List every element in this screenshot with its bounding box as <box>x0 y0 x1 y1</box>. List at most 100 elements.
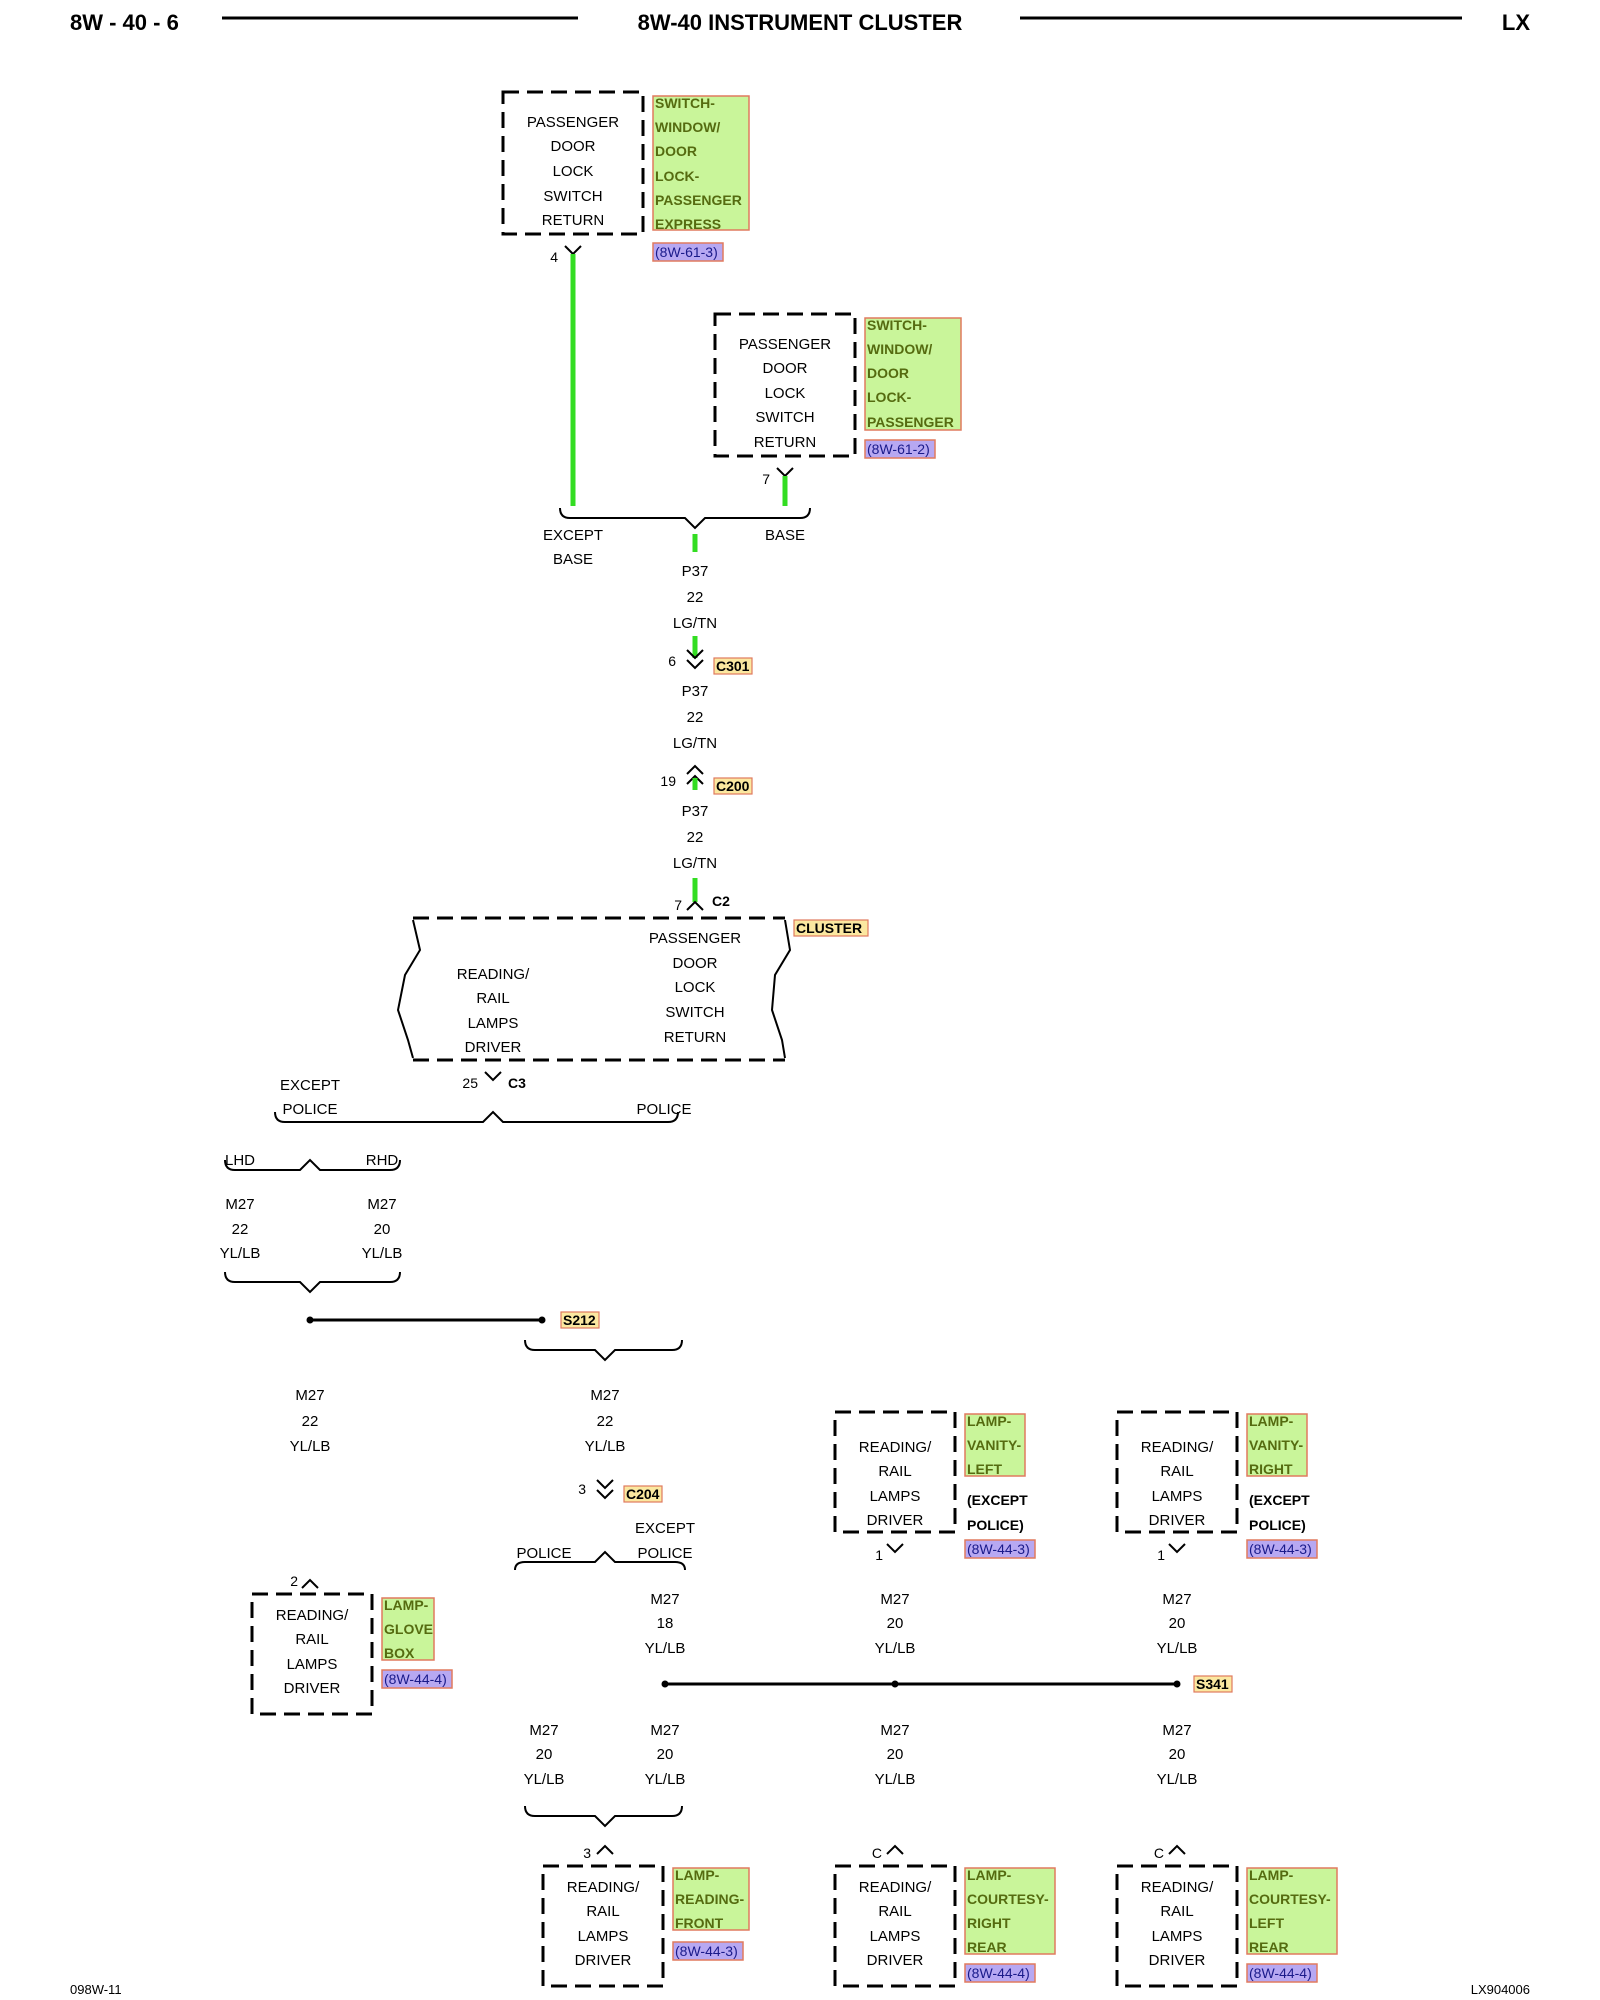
splice-s341: S341 <box>661 1675 1233 1693</box>
svg-text:M27: M27 <box>295 1387 324 1404</box>
svg-text:LG/TN: LG/TN <box>673 855 717 872</box>
svg-text:M27: M27 <box>590 1387 619 1404</box>
svg-text:YL/LB: YL/LB <box>524 1771 565 1788</box>
svg-text:20: 20 <box>657 1746 674 1763</box>
svg-text:RAIL: RAIL <box>1160 1903 1193 1920</box>
switch-window-door-lock-passenger-express: PASSENGER DOOR LOCK SWITCH RETURN SWITCH… <box>501 90 750 265</box>
ref-link[interactable]: (8W-44-3) <box>675 1943 738 1959</box>
svg-text:YL/LB: YL/LB <box>362 1245 403 1262</box>
svg-text:VANITY-: VANITY- <box>1249 1437 1304 1453</box>
svg-text:DOOR: DOOR <box>655 143 697 159</box>
svg-text:M27: M27 <box>1162 1591 1191 1608</box>
svg-text:POLICE: POLICE <box>637 1545 692 1562</box>
ref-link[interactable]: (8W-44-3) <box>1249 1541 1312 1557</box>
page-title: 8W-40 INSTRUMENT CLUSTER <box>638 10 963 35</box>
svg-text:WINDOW/: WINDOW/ <box>655 119 720 135</box>
variant-bracket-merge-2 <box>524 1805 683 1828</box>
svg-text:S212: S212 <box>563 1312 596 1328</box>
svg-text:PASSENGER: PASSENGER <box>739 336 831 353</box>
svg-text:M27: M27 <box>529 1722 558 1739</box>
ref-link[interactable]: (8W-61-2) <box>867 441 930 457</box>
ref-link[interactable]: (8W-44-4) <box>967 1965 1030 1981</box>
svg-text:PASSENGER: PASSENGER <box>649 930 741 947</box>
svg-text:LAMPS: LAMPS <box>578 1928 629 1945</box>
svg-text:BOX: BOX <box>384 1645 415 1661</box>
svg-text:READING/: READING/ <box>276 1607 349 1624</box>
svg-text:M27: M27 <box>880 1591 909 1608</box>
wire-label-p37-2: P37 22 LG/TN <box>673 683 717 752</box>
svg-text:4: 4 <box>550 249 558 265</box>
svg-text:REAR: REAR <box>1249 1939 1289 1955</box>
connector-c2: 7 C2 <box>674 893 730 913</box>
footer-left: 098W-11 <box>70 1982 122 1997</box>
svg-text:FRONT: FRONT <box>675 1915 724 1931</box>
svg-text:GLOVE: GLOVE <box>384 1621 433 1637</box>
svg-text:22: 22 <box>687 829 704 846</box>
svg-text:RAIL: RAIL <box>878 1463 911 1480</box>
svg-text:DRIVER: DRIVER <box>1149 1512 1206 1529</box>
svg-text:(EXCEPT: (EXCEPT <box>967 1492 1028 1508</box>
svg-text:M27: M27 <box>880 1722 909 1739</box>
svg-text:M27: M27 <box>650 1591 679 1608</box>
footer-right: LX904006 <box>1471 1982 1530 1997</box>
svg-text:1: 1 <box>875 1547 883 1563</box>
svg-text:7: 7 <box>762 471 770 487</box>
variant-bracket-lhd-rhd: LHD RHD M27 22 YL/LB M27 20 YL/LB <box>220 1152 403 1294</box>
svg-text:BASE: BASE <box>765 527 805 544</box>
svg-text:COURTESY-: COURTESY- <box>967 1891 1049 1907</box>
svg-text:READING/: READING/ <box>567 1879 640 1896</box>
svg-text:YL/LB: YL/LB <box>290 1438 331 1455</box>
connector-c204: 3 C204 <box>578 1479 663 1503</box>
svg-text:S341: S341 <box>1196 1676 1229 1692</box>
wire-label-m27-vr: M27 20 YL/LB <box>1157 1591 1198 1657</box>
svg-text:C301: C301 <box>716 658 750 674</box>
svg-text:20: 20 <box>887 1615 904 1632</box>
wire-label-m27-vl: M27 20 YL/LB <box>875 1591 916 1657</box>
svg-text:READING-: READING- <box>675 1891 745 1907</box>
svg-text:YL/LB: YL/LB <box>1157 1640 1198 1657</box>
variant-bracket-police: EXCEPT POLICE POLICE <box>274 1077 692 1123</box>
svg-text:M27: M27 <box>225 1196 254 1213</box>
svg-text:LAMP-: LAMP- <box>967 1867 1012 1883</box>
svg-text:20: 20 <box>887 1746 904 1763</box>
svg-text:RETURN: RETURN <box>754 434 817 451</box>
svg-text:DRIVER: DRIVER <box>867 1512 924 1529</box>
switch-window-door-lock-passenger: PASSENGER DOOR LOCK SWITCH RETURN SWITCH… <box>713 312 962 487</box>
svg-text:LAMPS: LAMPS <box>468 1015 519 1032</box>
svg-text:DOOR: DOOR <box>763 360 808 377</box>
svg-text:REAR: REAR <box>967 1939 1007 1955</box>
svg-text:22: 22 <box>687 709 704 726</box>
svg-text:VANITY-: VANITY- <box>967 1437 1022 1453</box>
wire-label-m27-lr-low: M27 20 YL/LB <box>1157 1722 1198 1788</box>
svg-text:LOCK: LOCK <box>675 979 716 996</box>
svg-text:M27: M27 <box>1162 1722 1191 1739</box>
ref-link[interactable]: (8W-44-3) <box>967 1541 1030 1557</box>
svg-text:RAIL: RAIL <box>295 1631 328 1648</box>
svg-text:PASSENGER: PASSENGER <box>655 192 742 208</box>
ref-link[interactable]: (8W-61-3) <box>655 244 718 260</box>
svg-text:EXPRESS: EXPRESS <box>655 216 721 232</box>
svg-text:P37: P37 <box>682 563 709 580</box>
wire-label-p37-3: P37 22 LG/TN <box>673 803 717 872</box>
variant-bracket-merge <box>524 1339 683 1362</box>
svg-text:LAMPS: LAMPS <box>870 1488 921 1505</box>
svg-text:LAMPS: LAMPS <box>1152 1488 1203 1505</box>
svg-text:POLICE): POLICE) <box>1249 1517 1306 1533</box>
model-code: LX <box>1502 10 1530 35</box>
svg-text:LG/TN: LG/TN <box>673 735 717 752</box>
svg-text:LOCK: LOCK <box>553 163 594 180</box>
svg-text:LAMP-: LAMP- <box>675 1867 720 1883</box>
ref-link[interactable]: (8W-44-4) <box>1249 1965 1312 1981</box>
svg-text:M27: M27 <box>367 1196 396 1213</box>
svg-text:DRIVER: DRIVER <box>465 1039 522 1056</box>
svg-text:SWITCH-: SWITCH- <box>867 317 927 333</box>
svg-text:SWITCH-: SWITCH- <box>655 95 715 111</box>
svg-text:7: 7 <box>674 897 682 913</box>
svg-text:22: 22 <box>302 1413 319 1430</box>
lamp-reading-front: 3 READING/ RAIL LAMPS DRIVER LAMP- READI… <box>541 1844 750 1988</box>
page-footer: 098W-11 LX904006 <box>70 1982 1530 1997</box>
variant-bracket-police-2: EXCEPT POLICE POLICE <box>514 1520 695 1571</box>
ref-link[interactable]: (8W-44-4) <box>384 1671 447 1687</box>
svg-text:LAMPS: LAMPS <box>1152 1928 1203 1945</box>
